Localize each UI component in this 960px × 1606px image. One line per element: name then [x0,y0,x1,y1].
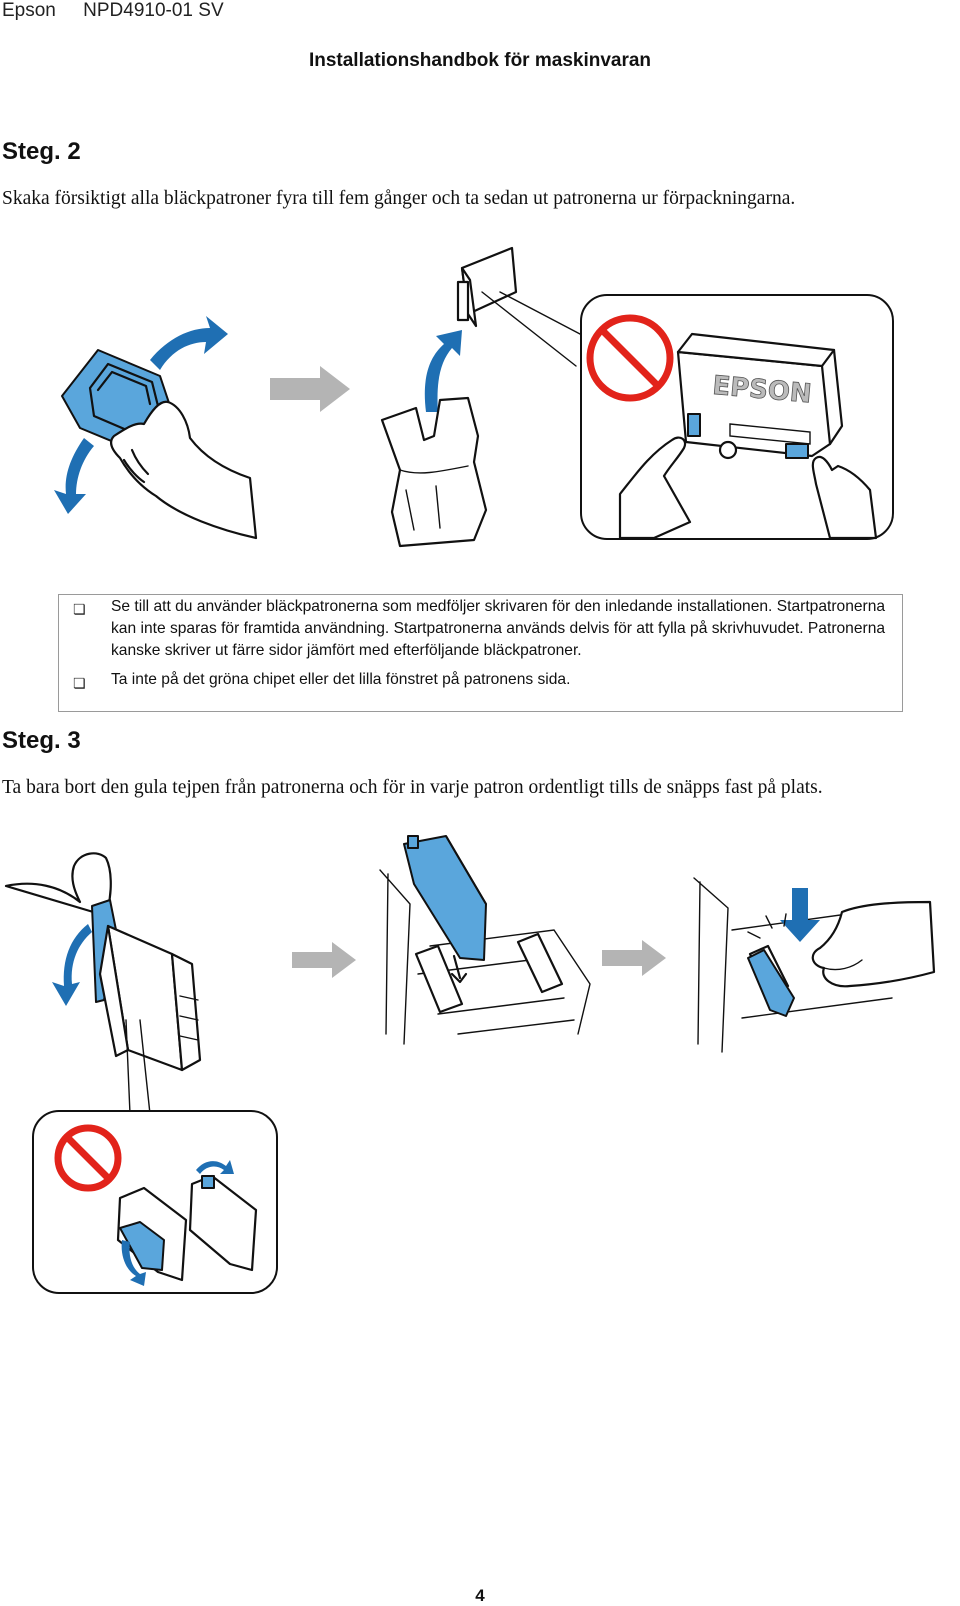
shake-cartridge-illustration [54,316,258,540]
process-arrow-icon [602,940,666,976]
step-2-heading: Steg. 2 [2,138,81,165]
do-not-remove-label-illustration [32,1110,278,1294]
remove-tape-illustration [4,852,202,1072]
press-cartridge-illustration [693,877,936,1053]
process-arrow-icon [292,942,356,978]
document-title: Installationshandbok för maskinvaran [308,50,652,71]
note-item-1: Se till att du använder bläckpatronerna … [111,598,886,659]
step-2-instruction: Skaka försiktigt alla bläckpatroner fyra… [2,188,796,209]
brand-name: Epson [2,0,56,21]
cartridge-out-of-bag-illustration [380,246,518,548]
page-number: 4 [475,1586,485,1605]
step-3-instruction: Ta bara bort den gula tejpen från patron… [2,777,823,798]
running-header: Epson NPD4910-01 SV [2,0,246,22]
bullet-1-glyph: ❏ [73,601,86,617]
note-item-2: Ta inte på det gröna chipet eller det li… [111,671,571,688]
note-box: ❏ Se till att du använder bläckpatronern… [58,594,903,712]
callout-line [125,1019,151,1115]
zoom-callout-lines [481,291,581,367]
insert-cartridge-illustration [379,835,591,1045]
model-number: NPD4910-01 SV [83,0,224,21]
bullet-2-glyph: ❏ [73,675,86,691]
process-arrow-icon [270,366,350,412]
step-3-heading: Steg. 3 [2,727,81,754]
do-not-touch-chip-illustration: EPSON [580,294,894,540]
